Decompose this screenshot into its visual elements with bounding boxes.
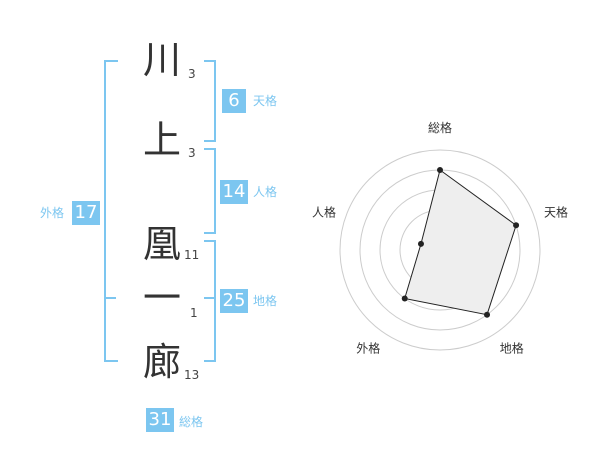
chikaku-bracket-tick bbox=[204, 297, 216, 299]
gaikaku-label: 外格 bbox=[40, 206, 65, 220]
name-char-3: 凰 bbox=[142, 222, 181, 266]
radar-axis-label: 外格 bbox=[356, 341, 380, 356]
radar-point bbox=[401, 295, 408, 302]
stroke-count-2: 3 bbox=[188, 146, 196, 160]
jinkaku-value: 14 bbox=[220, 180, 248, 204]
radar-point bbox=[437, 167, 443, 173]
gaikaku-bracket-tick bbox=[104, 297, 116, 299]
gaikaku-value: 17 bbox=[72, 201, 100, 225]
radar-axis-label: 人格 bbox=[312, 204, 336, 219]
name-char-4: 一 bbox=[142, 276, 181, 320]
jinkaku-label: 人格 bbox=[253, 185, 278, 199]
radar-point bbox=[513, 222, 520, 229]
radar-data-area bbox=[404, 169, 517, 316]
tenkaku-label: 天格 bbox=[253, 94, 278, 108]
name-char-2: 上 bbox=[142, 118, 181, 162]
soukaku-label: 総格 bbox=[179, 415, 204, 429]
name-char-1: 川 bbox=[142, 38, 181, 82]
radar-point bbox=[484, 311, 491, 318]
gaikaku-bracket bbox=[104, 60, 118, 362]
jinkaku-bracket bbox=[204, 148, 216, 234]
chikaku-value: 25 bbox=[220, 289, 248, 313]
stroke-count-4: 1 bbox=[190, 306, 198, 320]
stroke-count-1: 3 bbox=[188, 67, 196, 81]
chikaku-label: 地格 bbox=[253, 294, 278, 308]
soukaku-value: 31 bbox=[146, 408, 174, 432]
tenkaku-bracket bbox=[204, 60, 216, 142]
radar-axis-label: 天格 bbox=[544, 204, 568, 219]
radar-axis-label: 地格 bbox=[500, 341, 524, 356]
stroke-count-3: 11 bbox=[184, 248, 200, 262]
stroke-count-5: 13 bbox=[184, 368, 200, 382]
tenkaku-value: 6 bbox=[222, 89, 246, 113]
chikaku-bracket bbox=[204, 240, 216, 362]
name-char-5: 廊 bbox=[142, 340, 181, 384]
radar-ring bbox=[339, 149, 541, 351]
radar-point bbox=[417, 240, 424, 247]
radar-axis-label: 総格 bbox=[428, 120, 452, 135]
